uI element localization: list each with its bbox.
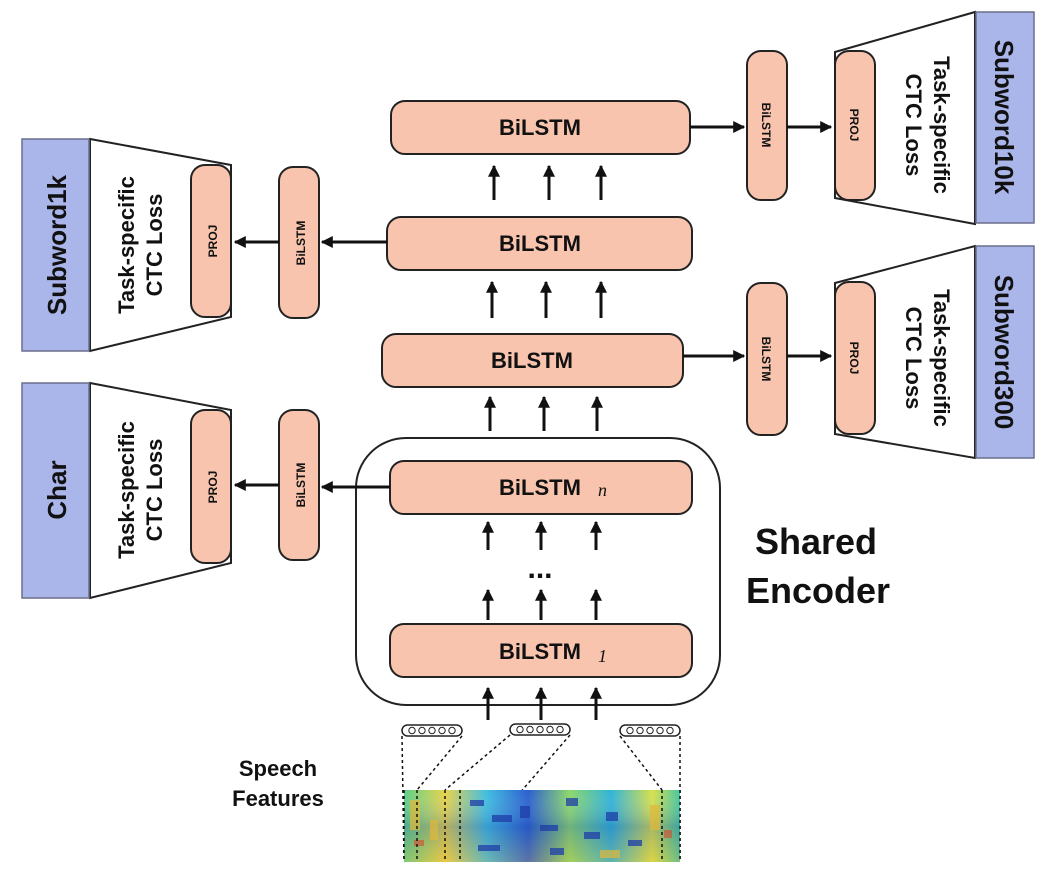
- subword300-head: BiLSTM PROJ Task-specific CTC Loss Subwo…: [683, 244, 1035, 460]
- subword1k-target-label: Subword1k: [42, 174, 72, 315]
- char-proj-label: PROJ: [206, 471, 220, 504]
- bilstm-low-label: BiLSTM: [491, 348, 573, 373]
- subword1k-proj-label: PROJ: [206, 225, 220, 258]
- bilstm-top-label: BiLSTM: [499, 115, 581, 140]
- feature-vector-middle: [509, 723, 571, 736]
- subword10k-target-label: Subword10k: [989, 40, 1019, 195]
- vertical-arrows: [482, 164, 607, 720]
- bilstm-mid-layer: BiLSTM: [386, 216, 693, 271]
- subword1k-loss-line2: CTC Loss: [142, 194, 167, 297]
- bilstm-n-layer: BiLSTM n: [389, 460, 693, 515]
- speech-features-line2: Features: [232, 786, 324, 811]
- speech-spectrogram: [403, 790, 681, 862]
- subword300-loss-line2: CTC Loss: [901, 307, 926, 410]
- subword1k-head: BiLSTM PROJ Task-specific CTC Loss Subwo…: [21, 137, 387, 353]
- bilstm-1-label: BiLSTM: [499, 639, 581, 664]
- shared-encoder-container: [355, 437, 721, 706]
- subword10k-head: BiLSTM PROJ Task-specific CTC Loss Subwo…: [690, 10, 1035, 226]
- subword10k-bilstm-label: BiLSTM: [759, 103, 773, 148]
- char-bilstm-label: BiLSTM: [294, 463, 308, 508]
- subword300-target-label: Subword300: [989, 275, 1019, 430]
- subword10k-loss-line2: CTC Loss: [901, 74, 926, 177]
- bilstm-n-label: BiLSTM: [499, 475, 581, 500]
- char-loss-line1: Task-specific: [114, 421, 139, 559]
- subword300-bilstm-label: BiLSTM: [759, 337, 773, 382]
- subword300-proj-label: PROJ: [847, 342, 861, 375]
- char-target-label: Char: [42, 460, 72, 519]
- subword10k-loss-line1: Task-specific: [929, 56, 954, 194]
- char-loss-line2: CTC Loss: [142, 439, 167, 542]
- bilstm-top-layer: BiLSTM: [390, 100, 691, 155]
- layer-ellipsis: ...: [527, 552, 552, 585]
- shared-encoder-line1: Shared: [755, 521, 877, 562]
- shared-encoder-line2: Encoder: [746, 570, 890, 611]
- bilstm-mid-label: BiLSTM: [499, 231, 581, 256]
- subword300-loss-line1: Task-specific: [929, 289, 954, 427]
- speech-features-line1: Speech: [239, 756, 317, 781]
- subword1k-bilstm-label: BiLSTM: [294, 221, 308, 266]
- bilstm-1-subscript: 1: [598, 646, 607, 666]
- bilstm-1-layer: BiLSTM 1: [389, 623, 693, 678]
- subword10k-proj-label: PROJ: [847, 109, 861, 142]
- bilstm-n-subscript: n: [598, 480, 607, 500]
- char-head: BiLSTM PROJ Task-specific CTC Loss Char: [21, 381, 390, 600]
- bilstm-low-layer: BiLSTM: [381, 333, 684, 388]
- feature-vector-right: [619, 724, 681, 737]
- subword1k-loss-line1: Task-specific: [114, 176, 139, 314]
- feature-vector-left: [401, 724, 463, 737]
